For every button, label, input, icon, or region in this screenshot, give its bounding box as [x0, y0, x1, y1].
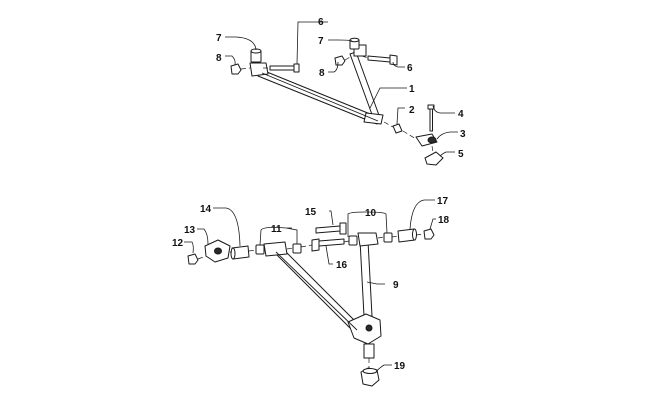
- callout-6-top: 6: [318, 17, 324, 28]
- nut-5: [424, 145, 444, 166]
- callout-8-left: 8: [216, 53, 222, 64]
- callout-18: 18: [438, 215, 450, 226]
- nut-18: [415, 228, 435, 240]
- callout-8-right: 8: [319, 68, 325, 79]
- ball-joint-3: [402, 130, 438, 147]
- spacer-2: [383, 121, 403, 134]
- bushing-11-left: [248, 244, 265, 255]
- bolt-16: [300, 238, 350, 252]
- upper-a-arm: [249, 44, 384, 125]
- callout-11: 11: [271, 224, 282, 235]
- bushing-17: [391, 228, 417, 243]
- bushing-7-right: [349, 37, 360, 50]
- callout-15: 15: [305, 207, 317, 218]
- callout-13: 13: [184, 225, 196, 236]
- nut-8-right: [334, 55, 353, 66]
- callout-6-right: 6: [407, 63, 413, 74]
- lower-a-arm-assembly: [187, 222, 435, 387]
- bushing-10-left: [348, 235, 358, 246]
- callout-12: 12: [172, 238, 184, 249]
- nut-8-left: [230, 63, 251, 75]
- bolt-6-left: [263, 63, 300, 73]
- callout-14: 14: [200, 204, 212, 215]
- upper-a-arm-assembly: [230, 37, 444, 166]
- bushing-10-right: [377, 232, 393, 243]
- bushing-14: [230, 245, 250, 260]
- nut-19: [360, 358, 380, 387]
- bracket-13: [204, 239, 231, 263]
- callout-7-right: 7: [318, 36, 324, 47]
- lower-a-arm: [263, 232, 382, 359]
- nut-12: [187, 253, 207, 265]
- callout-1: 1: [409, 84, 415, 95]
- callout-10: 10: [365, 208, 377, 219]
- callout-2: 2: [409, 105, 415, 116]
- callout-3: 3: [460, 129, 466, 140]
- callout-labels: 6 7 8 7 8 6 1 2 4 3 5 9 10 11 12 13 14 1…: [172, 17, 466, 372]
- callout-9: 9: [393, 280, 399, 291]
- callout-16: 16: [336, 260, 348, 271]
- callout-17: 17: [437, 196, 449, 207]
- bolt-6-right: [361, 54, 398, 66]
- bushing-7-left: [250, 48, 262, 63]
- bolt-4: [427, 104, 435, 132]
- bolt-15: [315, 222, 347, 235]
- callout-19: 19: [394, 361, 406, 372]
- callout-4: 4: [458, 109, 464, 120]
- callout-7-left: 7: [216, 33, 222, 44]
- bushing-11-right: [286, 243, 302, 254]
- callout-5: 5: [458, 149, 464, 160]
- leader-lines: [184, 21, 458, 373]
